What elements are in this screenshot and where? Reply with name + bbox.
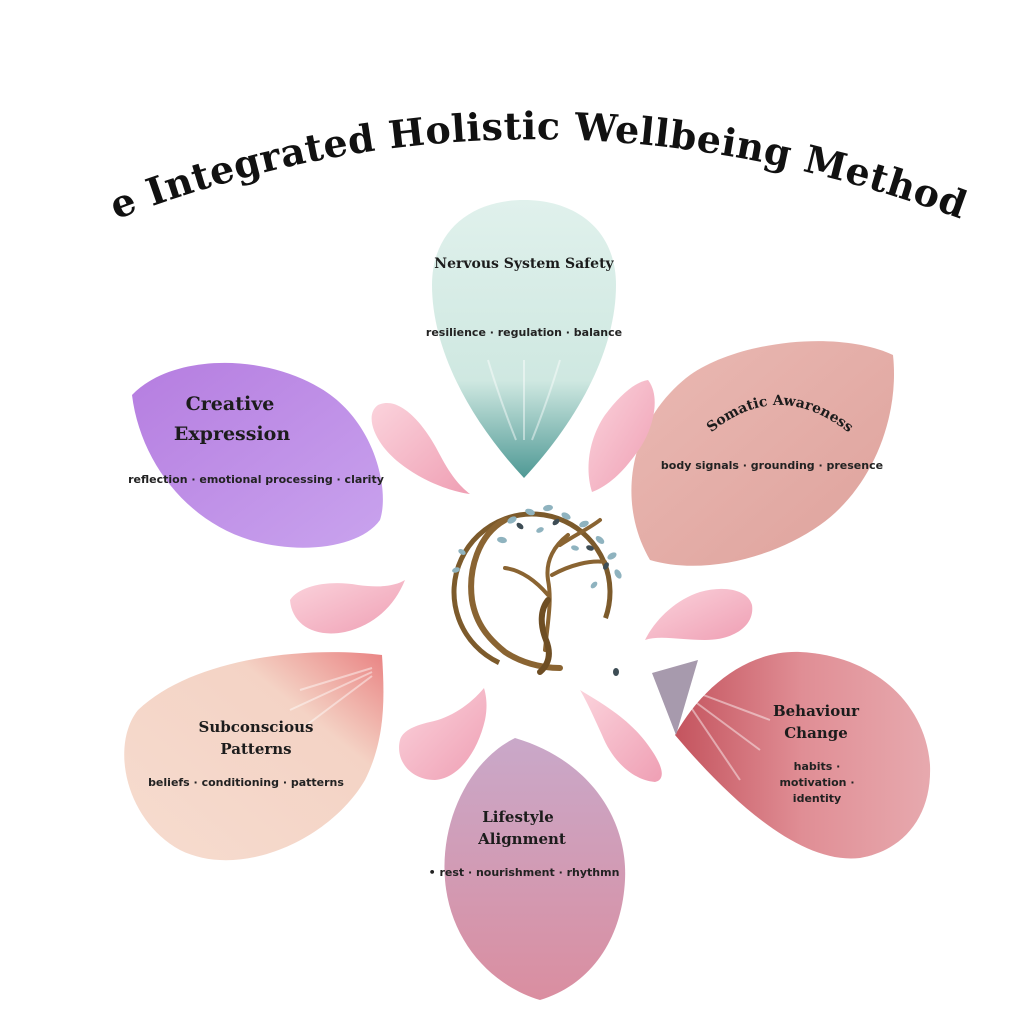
petal-rays bbox=[487, 359, 561, 441]
petal-shape bbox=[675, 651, 931, 859]
petal-somatic-awareness: Somatic Awareness body signals · groundi… bbox=[631, 341, 895, 566]
diagram-title: The Integrated Holistic Wellbeing Method… bbox=[0, 0, 973, 228]
decorative-petal bbox=[588, 380, 655, 492]
petal-title-line-1: Lifestyle bbox=[482, 808, 554, 826]
decorative-petal bbox=[580, 690, 662, 782]
logo-ring bbox=[451, 511, 613, 673]
petal-title-line-2: Alignment bbox=[477, 830, 566, 848]
petal-title-line-2: Change bbox=[784, 724, 848, 742]
logo-leaves-dark bbox=[516, 518, 619, 676]
decorative-petal bbox=[645, 588, 753, 640]
petal-title-line-2: Patterns bbox=[220, 740, 291, 758]
petal-title-line-2: Expression bbox=[174, 423, 290, 445]
petal-title: Nervous System Safety bbox=[434, 256, 614, 272]
petal-title-line-1: Subconscious bbox=[199, 718, 314, 736]
petal-subtitle-line-1: habits · bbox=[794, 760, 841, 773]
petal-shape bbox=[631, 341, 895, 566]
petal-subtitle: • rest · nourishment · rhythmn bbox=[429, 866, 620, 879]
petal-creative-expression: Creative Expression reflection · emotion… bbox=[128, 362, 384, 548]
petal-subtitle-line-3: identity bbox=[793, 792, 841, 805]
petal-subtitle: beliefs · conditioning · patterns bbox=[148, 776, 344, 789]
logo-woman-figure bbox=[537, 597, 552, 675]
petal-title-line-1: Behaviour bbox=[773, 702, 860, 720]
petal-subtitle: reflection · emotional processing · clar… bbox=[128, 473, 384, 486]
petal-nervous-system-safety: Nervous System Safety resilience · regul… bbox=[426, 200, 622, 478]
petal-behaviour-change: Behaviour Change habits · motivation · i… bbox=[652, 651, 931, 859]
petal-corner-shade bbox=[652, 660, 698, 735]
decorative-petal bbox=[371, 403, 470, 494]
logo-face-profile bbox=[468, 517, 563, 671]
petal-shape bbox=[444, 738, 626, 1000]
petal-subtitle: resilience · regulation · balance bbox=[426, 326, 622, 339]
petal-subconscious-patterns: Subconscious Patterns beliefs · conditio… bbox=[124, 652, 384, 861]
petal-shape bbox=[432, 200, 616, 478]
logo-tree-trunk bbox=[503, 518, 607, 652]
decorative-petal bbox=[290, 580, 405, 634]
decorative-petal bbox=[399, 688, 487, 780]
decorative-petals bbox=[290, 380, 753, 782]
petal-subtitle-line-2: motivation · bbox=[779, 776, 854, 789]
petal-title-line-1: Creative bbox=[186, 393, 275, 415]
petal-rays bbox=[289, 667, 373, 731]
petal-subtitle: body signals · grounding · presence bbox=[661, 459, 883, 472]
petal-shape bbox=[124, 652, 384, 861]
petal-rays bbox=[689, 689, 771, 781]
petal-shape bbox=[132, 362, 383, 548]
petal-lifestyle-alignment: Lifestyle Alignment • rest · nourishment… bbox=[429, 738, 626, 1000]
logo-leaves bbox=[452, 504, 622, 589]
tree-of-life-woman-icon bbox=[451, 504, 622, 676]
